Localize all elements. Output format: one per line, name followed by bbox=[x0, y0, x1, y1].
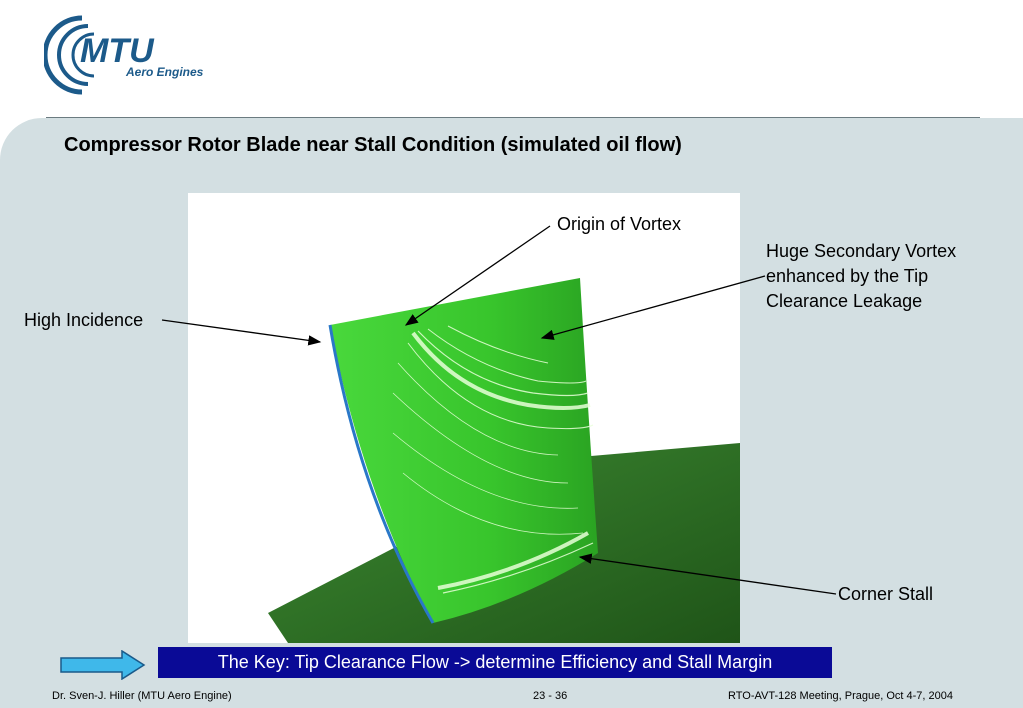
callout-corner-stall: Corner Stall bbox=[838, 584, 934, 604]
logo-brand: MTU bbox=[80, 32, 155, 70]
rotor-blade bbox=[330, 278, 598, 623]
callout-high-incidence: High Incidence bbox=[24, 310, 144, 330]
callout-secondary-vortex-line-3: Clearance Leakage bbox=[766, 291, 923, 311]
right-arrow-icon bbox=[60, 650, 146, 680]
key-message-box: The Key: Tip Clearance Flow -> determine… bbox=[158, 647, 832, 678]
footer-page-number: 23 - 36 bbox=[533, 690, 568, 702]
callout-secondary-vortex-line-1: Huge Secondary Vortex bbox=[766, 241, 957, 261]
blade-simulation-image bbox=[188, 193, 740, 643]
logo-tagline: Aero Engines bbox=[125, 65, 204, 79]
callout-origin-of-vortex: Origin of Vortex bbox=[557, 214, 682, 234]
callout-secondary-vortex-line-2: enhanced by the Tip bbox=[766, 266, 929, 286]
slide-title: Compressor Rotor Blade near Stall Condit… bbox=[64, 134, 682, 156]
header-rule bbox=[46, 117, 980, 118]
footer-author: Dr. Sven-J. Hiller (MTU Aero Engine) bbox=[52, 690, 232, 702]
footer-event: RTO-AVT-128 Meeting, Prague, Oct 4-7, 20… bbox=[728, 690, 954, 702]
mtu-logo: MTU Aero Engines bbox=[44, 15, 204, 95]
